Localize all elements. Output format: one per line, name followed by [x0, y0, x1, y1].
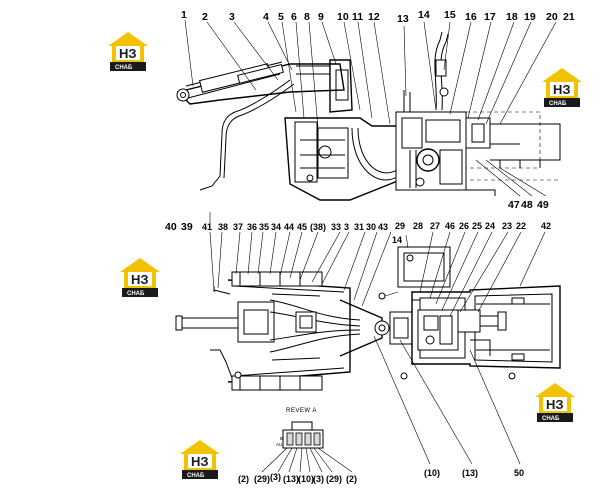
label-3-mid: 3	[344, 222, 349, 232]
label-5: 5	[278, 11, 284, 23]
watermark-letters: HЗ	[119, 46, 137, 61]
label-45: 45	[297, 222, 307, 232]
label-21: 21	[563, 11, 575, 23]
label-13-paren: (13)	[462, 468, 478, 478]
label-22: 22	[516, 221, 526, 231]
watermark-letters: HЗ	[131, 272, 149, 287]
watermark-letters: HЗ	[553, 82, 571, 97]
watermark-brand: CHAБ	[187, 473, 205, 479]
label-31: 31	[354, 222, 364, 232]
label-13: 13	[397, 13, 409, 25]
label-30: 30	[366, 222, 376, 232]
view-a-title: REVEW A	[286, 408, 317, 414]
watermark-brand: CHAБ	[542, 416, 560, 422]
label-47: 47	[508, 199, 520, 211]
watermark-letters: HЗ	[191, 454, 209, 469]
watermark-brand: CHAБ	[115, 65, 133, 71]
view-a-label-3-left: (3)	[270, 472, 281, 482]
label-37: 37	[233, 222, 243, 232]
label-2: 2	[202, 11, 208, 23]
plan-view-drawing	[175, 271, 390, 391]
label-19: 19	[524, 11, 536, 23]
rear-plan-view-drawing	[378, 246, 561, 380]
label-23: 23	[502, 221, 512, 231]
label-26: 26	[459, 221, 469, 231]
watermark-logo-bottom-right: HЗ CHAБ	[535, 383, 575, 422]
view-a-detail: REVEW A TILT BOOM AUXILIARY	[261, 408, 353, 473]
label-25: 25	[472, 221, 482, 231]
label-24: 24	[485, 221, 495, 231]
view-a-label-13: (13)	[283, 474, 299, 484]
label-1: 1	[181, 9, 187, 21]
label-16: 16	[465, 11, 477, 23]
label-29: 29	[395, 221, 405, 231]
top-assembly-drawing	[176, 31, 561, 201]
label-48: 48	[521, 199, 533, 211]
view-a-label-2-left: (2)	[238, 474, 249, 484]
watermark-logo-top-left: HЗ CHAБ	[108, 32, 148, 71]
label-6: 6	[291, 11, 297, 23]
label-41: 41	[202, 222, 212, 232]
view-a-label-3-right: (3)	[313, 474, 324, 484]
label-18: 18	[506, 11, 518, 23]
label-14-top: 14	[418, 9, 430, 21]
label-40: 40	[165, 221, 177, 233]
label-46: 46	[445, 221, 455, 231]
label-3: 3	[229, 11, 235, 23]
label-12: 12	[368, 11, 380, 23]
label-50: 50	[514, 468, 524, 478]
label-43: 43	[378, 222, 388, 232]
label-44: 44	[284, 222, 294, 232]
view-a-label-29-left: (29)	[254, 474, 270, 484]
watermark-letters: HЗ	[546, 397, 564, 412]
label-27: 27	[430, 221, 440, 231]
label-11: 11	[352, 11, 363, 23]
label-4: 4	[263, 11, 269, 23]
label-10: 10	[337, 11, 349, 23]
watermark-brand: CHAБ	[127, 291, 145, 297]
label-42: 42	[541, 221, 551, 231]
label-8: 8	[304, 11, 310, 23]
label-33: 33	[331, 222, 341, 232]
label-15: 15	[444, 9, 456, 21]
label-38-paren: (38)	[310, 222, 326, 232]
label-10-paren: (10)	[424, 468, 440, 478]
watermark-logo-top-right: HЗ CHAБ	[542, 68, 582, 107]
label-14-mid: 14	[392, 235, 402, 245]
label-49: 49	[537, 199, 549, 211]
label-35: 35	[259, 222, 269, 232]
view-a-label-10: (10)	[298, 474, 314, 484]
label-17: 17	[484, 11, 496, 23]
label-39: 39	[181, 221, 193, 233]
label-28: 28	[413, 221, 423, 231]
leader-lines	[184, 19, 557, 465]
watermark-logo-bottom-left: HЗ CHAБ	[180, 440, 220, 479]
label-34: 34	[271, 222, 281, 232]
callout-labels: 1 2 3 4 5 6 8 9 10 11 12 13 14 15 16 17 …	[165, 9, 575, 484]
label-20: 20	[546, 11, 558, 23]
label-38: 38	[218, 222, 228, 232]
view-a-label-2-right: (2)	[346, 474, 357, 484]
view-a-label-29-right: (29)	[326, 474, 342, 484]
watermark-brand: CHAБ	[549, 101, 567, 107]
watermark-logo-mid-left: HЗ CHAБ	[120, 258, 160, 297]
label-9: 9	[318, 11, 324, 23]
label-36: 36	[247, 222, 257, 232]
